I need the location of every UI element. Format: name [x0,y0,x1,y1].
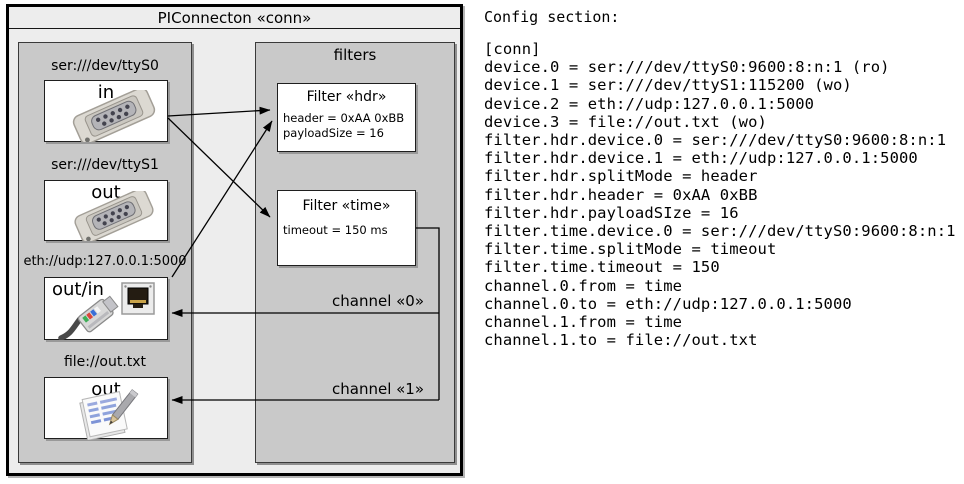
serial-connector-icon [74,191,154,241]
config-line: device.3 = file://out.txt (wo) [484,112,767,131]
filter-hdr-box: Filter «hdr» header = 0xAA 0xBB payloadS… [277,83,416,152]
device-box-file: out [44,377,168,440]
ethernet-plug-icon [58,295,119,340]
channel-1-label: channel «1» [332,380,425,398]
filter-title: Filter «hdr» [306,89,387,105]
config-line: channel.0.from = time [484,276,683,295]
config-line: device.1 = ser:///dev/ttyS1:115200 (wo) [484,76,852,95]
filter-time-box: Filter «time» timeout = 150 ms [277,190,416,266]
config-line: filter.time.splitMode = timeout [484,240,777,259]
ethernet-jack-icon [121,282,155,315]
config-line: filter.hdr.device.0 = ser:///dev/ttyS0:9… [484,131,947,150]
device-url-label-ttys0: ser:///dev/ttyS0 [51,58,159,74]
config-line: filter.hdr.payloadSIze = 16 [484,203,739,222]
filter-property: timeout = 150 ms [283,223,388,237]
channel-0-label: channel «0» [332,292,425,310]
config-line: [conn] [484,40,541,58]
diagram-title: PIConnecton «conn» [9,7,460,29]
filter-property: header = 0xAA 0xBB [283,111,405,125]
device-role-label: in [97,82,115,103]
device-role-label: out [91,182,121,203]
config-line: filter.hdr.header = 0xAA 0xBB [484,185,758,204]
config-line: filter.time.timeout = 150 [484,258,720,277]
device-box-ttys1: out [44,180,168,241]
config-heading: Config section: [484,8,620,26]
config-line: channel.0.to = eth://udp:127.0.0.1:5000 [484,294,852,313]
config-line: filter.time.device.0 = ser:///dev/ttyS0:… [484,222,956,241]
config-line: device.0 = ser:///dev/ttyS0:9600:8:n:1 (… [484,58,890,77]
device-url-label-eth: eth://udp:127.0.0.1:5000 [23,254,187,269]
config-line: channel.1.from = time [484,313,683,332]
filters-panel-title: filters [333,46,377,64]
device-box-ttys0: in [44,80,168,142]
config-line: filter.hdr.device.1 = eth://udp:127.0.0.… [484,149,918,168]
filter-title: Filter «time» [302,198,391,214]
config-lines: [conn] device.0 = ser:///dev/ttyS0:9600:… [484,40,962,349]
config-section: Config section: [conn] device.0 = ser://… [484,8,962,349]
notepad-icon [79,389,139,440]
filter-property: payloadSize = 16 [283,126,384,140]
device-url-label-file: file://out.txt [63,354,147,370]
device-url-label-ttys1: ser:///dev/ttyS1 [51,157,159,173]
device-box-eth: out/in [44,277,168,340]
device-role-label: out/in [52,279,104,300]
serial-connector-icon [72,90,156,142]
config-line: device.2 = eth://udp:127.0.0.1:5000 [484,94,815,113]
config-line: filter.hdr.splitMode = header [484,167,758,186]
config-line: channel.1.to = file://out.txt [484,331,758,350]
